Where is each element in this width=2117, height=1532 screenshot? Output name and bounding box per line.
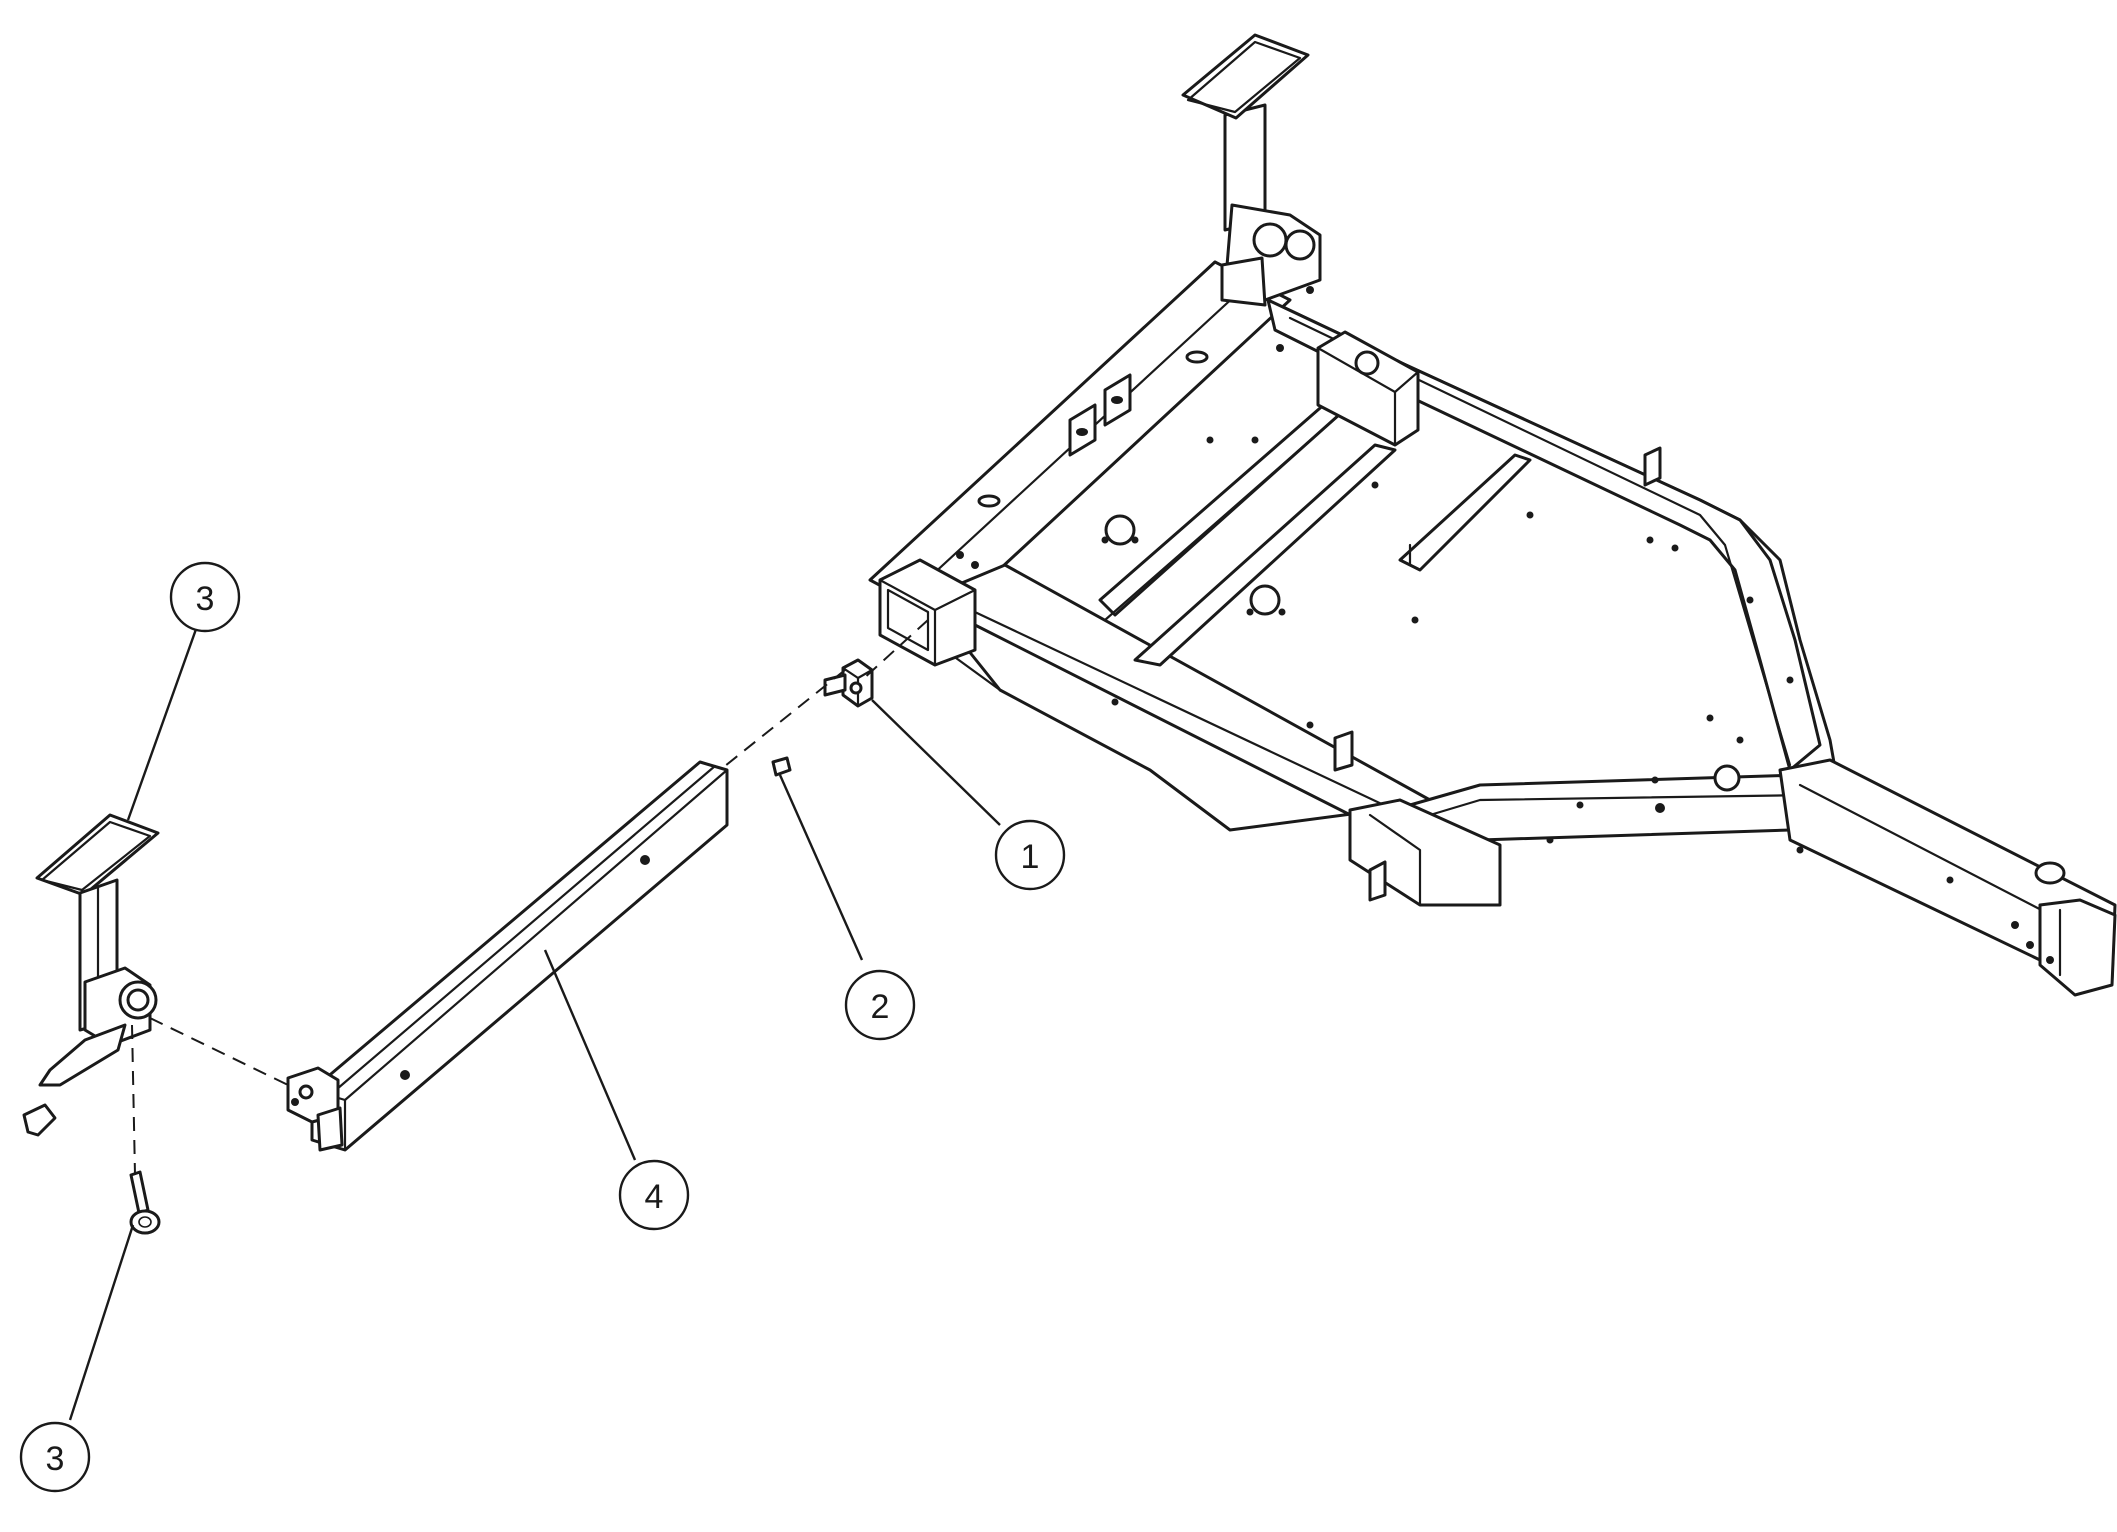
bolt-holes	[956, 286, 2054, 964]
part-4-extension-arm	[286, 760, 729, 1152]
callout-3-top-label: 3	[196, 580, 215, 618]
side-tab-3	[1368, 860, 1387, 902]
leader-lines	[68, 617, 1001, 1421]
callout-3-bottom-label: 3	[46, 1440, 65, 1478]
main-frame	[868, 33, 2117, 997]
callout-4-label: 4	[645, 1178, 664, 1216]
assembly-lines	[131, 619, 929, 1176]
rear-upright-pad	[1181, 33, 1310, 120]
callout-1-label: 1	[1021, 838, 1040, 876]
frame-mount-bracket	[1316, 330, 1420, 447]
part-3-pin	[129, 1170, 161, 1235]
foot-lever	[38, 1023, 127, 1087]
side-tab-2	[1333, 730, 1354, 772]
part-2-screw	[771, 756, 792, 777]
foot-pad	[35, 813, 160, 897]
callout-2: 2	[844, 969, 916, 1041]
side-tab-1	[1643, 446, 1662, 487]
callout-3-bottom: 3	[19, 1421, 91, 1493]
hitch-end-plate	[2038, 898, 2117, 997]
callout-4: 4	[618, 1159, 690, 1231]
part-1-bracket	[823, 658, 874, 708]
callout-2-label: 2	[871, 988, 890, 1026]
part-3-foot-rest	[22, 813, 160, 1137]
callout-3-top: 3	[169, 561, 241, 633]
frame-inner-crossmember-2	[1133, 443, 1397, 667]
callout-1: 1	[994, 819, 1066, 891]
frame-inner-bracket	[1398, 453, 1532, 572]
